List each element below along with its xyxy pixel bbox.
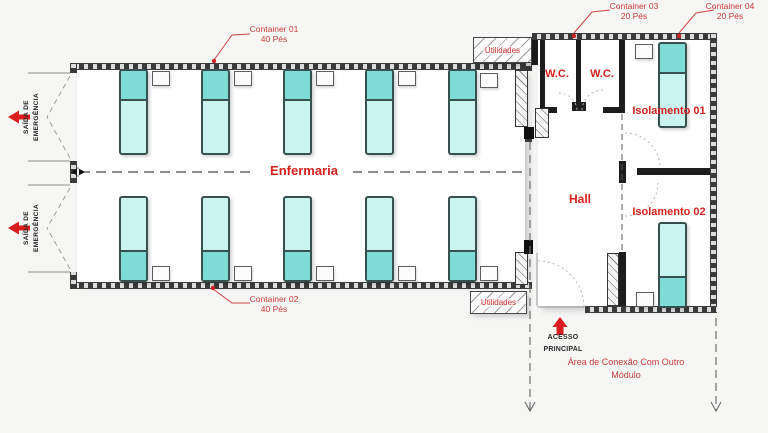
main-access-line2: PRINCIPAL — [543, 345, 583, 353]
utilities-bottom-block: Utilidades — [470, 291, 527, 314]
bed-pillow — [285, 71, 310, 101]
main-access-label: ACESSO PRINCIPAL — [536, 332, 590, 355]
isolation2-bed — [658, 222, 687, 308]
wc-left-label: W.C. — [545, 68, 569, 80]
door-post — [524, 240, 533, 254]
container1-name: Container 01 — [249, 24, 299, 34]
nightstand — [234, 71, 252, 86]
container2-size: 40 Pés — [260, 303, 288, 314]
isolation-right-wall — [710, 33, 717, 313]
ward-bed — [201, 69, 230, 155]
nightstand — [152, 266, 170, 281]
ward-bed — [119, 69, 148, 155]
wc-door-stub — [603, 107, 625, 113]
nightstand — [635, 44, 653, 59]
emergency-exit-line2: EMERGÊNCIA — [33, 203, 40, 253]
module-connection-line2: Módulo — [611, 370, 641, 380]
module-connection-label: Área de Conexão Com Outro Módulo — [546, 356, 706, 382]
entrance-door-leaf — [515, 252, 528, 285]
hall-left-wall — [532, 40, 538, 65]
nightstand — [152, 71, 170, 86]
hall-top-wall — [532, 33, 717, 40]
module-connection-line1: Área de Conexão Com Outro — [567, 357, 685, 367]
isolation2-door-leaf — [607, 253, 619, 306]
isolation1-label: Isolamento 01 — [632, 105, 706, 117]
ward-label: Enfermaria — [255, 163, 353, 178]
ward-right-wall-segment — [525, 63, 532, 71]
wc-isolation-wall — [619, 40, 625, 113]
container2-name: Container 02 — [249, 294, 299, 304]
bed-pillow — [203, 71, 228, 101]
bed-pillow — [121, 71, 146, 101]
utilities-bottom-label: Utilidades — [478, 298, 519, 307]
wc-left-wall — [540, 40, 545, 130]
ward-left-wall-segment — [70, 272, 77, 289]
emergency-exit-label: SAÍDA DE EMERGÊNCIA — [22, 197, 42, 259]
nightstand — [316, 71, 334, 86]
container3-name: Container 03 — [609, 1, 659, 11]
bed-pillow — [285, 250, 310, 280]
bed-pillow — [660, 276, 685, 306]
wall-foot — [572, 102, 586, 111]
emergency-exit-line1: SAÍDA DE — [23, 210, 30, 246]
ward-left-wall-segment — [70, 63, 77, 73]
main-access-line1: ACESSO — [547, 334, 579, 341]
container1-size: 40 Pés — [260, 33, 288, 44]
emergency-exit-line2: EMERGÊNCIA — [33, 92, 40, 142]
ward-left-wall-segment — [70, 161, 77, 183]
nightstand — [234, 266, 252, 281]
nightstand — [316, 266, 334, 281]
ward-bed — [283, 196, 312, 282]
utilities-top-block: Utilidades — [473, 37, 532, 63]
container4-name: Container 04 — [705, 1, 755, 11]
isolation1-bed — [658, 42, 687, 128]
door-post — [524, 127, 534, 139]
utilities-top-label: Utilidades — [482, 45, 523, 55]
container4-callout: Container 04 20 Pés — [692, 1, 768, 21]
ward-bed — [119, 196, 148, 282]
ward-hall-door-leaf — [515, 70, 528, 127]
container4-size: 20 Pés — [716, 10, 744, 21]
ward-bottom-wall — [70, 282, 532, 289]
ward-bed — [448, 69, 477, 155]
hall-label: Hall — [568, 192, 591, 206]
ward-bed — [201, 196, 230, 282]
wc-middle-wall — [576, 40, 581, 104]
bed-pillow — [203, 250, 228, 280]
bed-pillow — [450, 250, 475, 280]
container3-size: 20 Pés — [620, 10, 648, 21]
wc-right-label: W.C. — [590, 68, 614, 80]
container3-callout: Container 03 20 Pés — [592, 1, 676, 21]
isolation-divider-wall — [637, 168, 710, 175]
container2-callout: Container 02 40 Pés — [232, 294, 316, 314]
isolation2-label: Isolamento 02 — [632, 206, 706, 218]
nightstand — [480, 266, 498, 281]
nightstand — [636, 292, 654, 307]
isolation-bottom-wall — [585, 306, 717, 313]
container1-callout: Container 01 40 Pés — [232, 24, 316, 44]
bed-pillow — [121, 250, 146, 280]
wc-door-leaf — [535, 108, 549, 138]
ward-bed — [365, 69, 394, 155]
emergency-exit-label: SAÍDA DE EMERGÊNCIA — [22, 86, 42, 148]
bed-pillow — [367, 71, 392, 101]
emergency-door-swings — [46, 75, 71, 270]
ward-bed — [365, 196, 394, 282]
isolation2-left-wall — [619, 252, 626, 306]
bed-pillow — [450, 71, 475, 101]
bed-pillow — [367, 250, 392, 280]
emergency-exit-line1: SAÍDA DE — [23, 99, 30, 135]
bed-pillow — [660, 44, 685, 74]
nightstand — [398, 266, 416, 281]
nightstand — [480, 73, 498, 88]
ward-bed — [448, 196, 477, 282]
ward-bed — [283, 69, 312, 155]
nightstand — [398, 71, 416, 86]
isolation-door-jamb — [619, 161, 626, 183]
